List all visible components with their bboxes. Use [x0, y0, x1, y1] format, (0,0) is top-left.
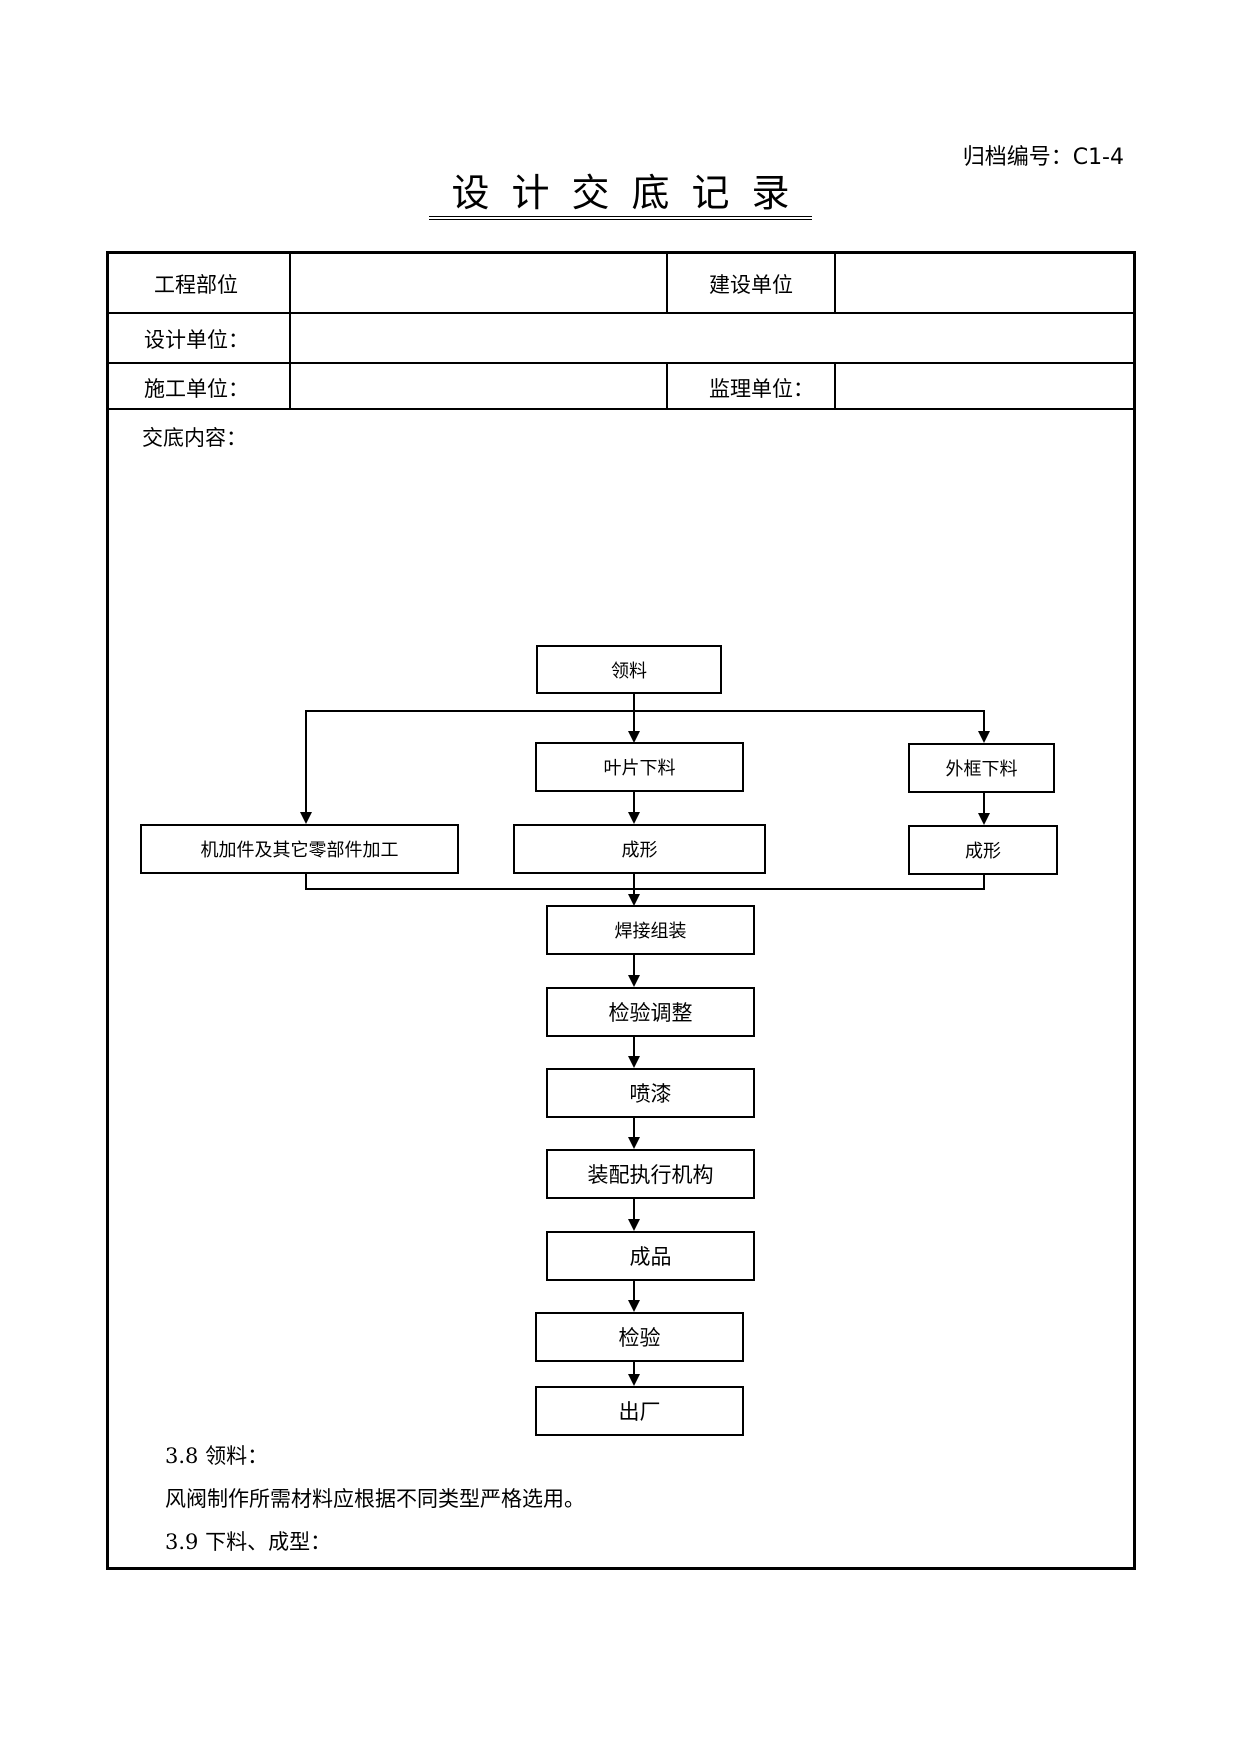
- label-builder-unit: 施工单位：: [144, 377, 249, 401]
- flow-arrow: [628, 1219, 640, 1231]
- flow-connector: [983, 875, 985, 889]
- flow-box-blade-form: 成形: [513, 824, 766, 874]
- flow-arrow: [978, 813, 990, 825]
- page-title: 设计交底记录: [429, 171, 812, 220]
- flow-arrow: [628, 731, 640, 743]
- archive-number: 归档编号：C1-4: [962, 145, 1124, 170]
- flow-box-receive: 领料: [536, 645, 722, 694]
- col-divider: [289, 254, 291, 410]
- flow-box-inspect: 检验: [535, 1312, 744, 1362]
- flow-arrow: [300, 812, 312, 824]
- flow-connector: [983, 793, 985, 813]
- note-line-3: 3.9 下料、成型：: [165, 1530, 332, 1554]
- flow-connector: [633, 1199, 635, 1220]
- note-line-1: 3.8 领料：: [165, 1444, 269, 1468]
- flow-connector: [633, 694, 635, 738]
- flow-box-frame-cut: 外框下料: [908, 743, 1055, 793]
- flow-connector: [633, 1037, 635, 1057]
- label-project-part: 工程部位: [154, 273, 238, 297]
- flow-arrow: [628, 894, 640, 906]
- label-content: 交底内容：: [142, 426, 247, 450]
- flow-box-machining: 机加件及其它零部件加工: [140, 824, 459, 874]
- note-line-2: 风阀制作所需材料应根据不同类型严格选用。: [165, 1487, 585, 1511]
- label-design-unit: 设计单位：: [144, 328, 249, 352]
- row-divider: [109, 362, 1133, 364]
- flow-box-product: 成品: [546, 1231, 755, 1281]
- col-divider: [834, 362, 836, 410]
- flow-connector: [305, 710, 985, 712]
- flow-box-ship: 出厂: [535, 1386, 744, 1436]
- col-divider: [834, 254, 836, 314]
- col-divider: [666, 362, 668, 410]
- flow-box-blade-cut: 叶片下料: [535, 742, 744, 792]
- flow-box-weld: 焊接组装: [546, 905, 755, 955]
- flow-connector: [983, 710, 985, 731]
- flow-arrow: [628, 812, 640, 824]
- page-title-wrap: 设计交底记录: [0, 171, 1241, 220]
- flow-connector: [305, 710, 307, 812]
- flow-connector: [633, 1362, 635, 1375]
- flow-arrow: [978, 731, 990, 743]
- flow-arrow: [628, 1137, 640, 1149]
- flow-connector: [305, 888, 985, 890]
- flow-box-inspect-adjust: 检验调整: [546, 987, 755, 1037]
- flow-box-paint: 喷漆: [546, 1068, 755, 1118]
- flow-connector: [633, 955, 635, 976]
- flow-box-frame-form: 成形: [908, 825, 1058, 875]
- col-divider: [666, 254, 668, 314]
- flow-connector: [305, 874, 307, 889]
- flow-arrow: [628, 1056, 640, 1068]
- flow-connector: [633, 874, 635, 894]
- flow-connector: [633, 792, 635, 812]
- flow-connector: [633, 1118, 635, 1138]
- flow-connector: [633, 1281, 635, 1301]
- row-divider: [109, 408, 1133, 410]
- flow-box-assemble: 装配执行机构: [546, 1149, 755, 1199]
- flow-arrow: [628, 975, 640, 987]
- record-form: 工程部位 建设单位 设计单位： 施工单位： 监理单位： 交底内容：: [106, 251, 1136, 1570]
- flow-arrow: [628, 1374, 640, 1386]
- flow-arrow: [628, 1300, 640, 1312]
- row-divider: [109, 312, 1133, 314]
- label-construction-unit: 建设单位: [709, 273, 793, 297]
- label-supervision-unit: 监理单位：: [709, 377, 814, 401]
